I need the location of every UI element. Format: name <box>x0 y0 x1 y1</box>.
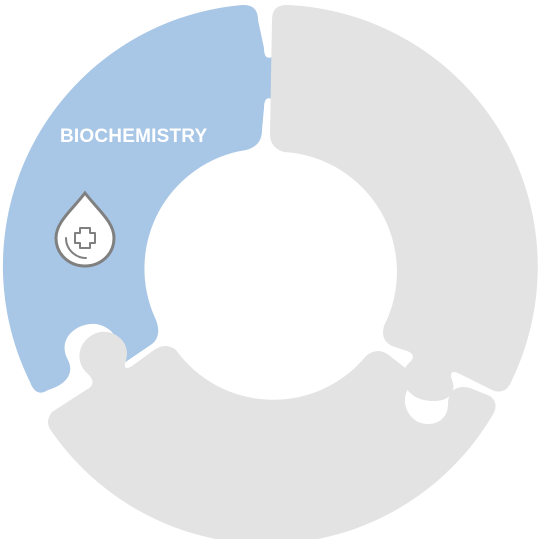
segment-biochemistry[interactable] <box>2 4 306 393</box>
segment-bottom[interactable] <box>48 331 496 539</box>
blood-drop-plus-icon <box>54 190 116 268</box>
segment-right[interactable] <box>270 4 538 402</box>
segment-label-biochemistry: BIOCHEMISTRY <box>60 126 207 147</box>
